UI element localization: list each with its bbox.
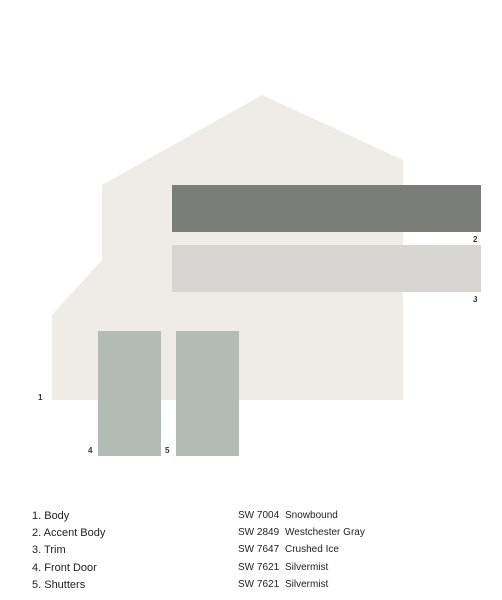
legend-row: 1. Body SW 7004 Snowbound: [32, 510, 472, 527]
legend-label: 4. Front Door: [32, 561, 97, 574]
trim-swatch: [172, 245, 481, 292]
marker-trim: 3: [473, 295, 478, 304]
front-door-swatch: [98, 331, 161, 456]
shutters-swatch: [176, 331, 239, 456]
house-silhouette: [52, 95, 403, 400]
legend-label: 2. Accent Body: [32, 527, 106, 540]
legend-label: 3. Trim: [32, 544, 66, 557]
legend-color-name: Crushed Ice: [285, 544, 339, 556]
legend-color-name: Snowbound: [285, 510, 338, 521]
legend-label: 5. Shutters: [32, 578, 86, 591]
legend-code: SW 2849: [238, 527, 280, 539]
legend-row: 2. Accent Body SW 2849 Westchester Gray: [32, 527, 472, 544]
legend-code: SW 7647: [238, 544, 280, 556]
marker-accent-body: 2: [473, 235, 478, 244]
legend-color-name: Silvermist: [285, 578, 329, 590]
legend-color-name: Silvermist: [285, 561, 329, 573]
watermark: Stellar MLS: [440, 291, 478, 315]
legend-row: 5. Shutters SW 7621 Silvermist: [32, 579, 472, 596]
legend-code: SW 7621: [238, 578, 280, 590]
legend-code: SW 7004: [238, 510, 280, 521]
accent-body-swatch: [172, 185, 481, 232]
legend-row: 4. Front Door SW 7621 Silvermist: [32, 562, 472, 579]
marker-body: 1: [38, 393, 43, 402]
marker-shutters: 5: [165, 446, 170, 455]
marker-front-door: 4: [88, 446, 93, 455]
color-legend: 1. Body SW 7004 Snowbound 2. Accent Body…: [32, 510, 472, 596]
legend-code: SW 7621: [238, 561, 280, 573]
legend-color-name: Westchester Gray: [285, 527, 365, 539]
legend-label: 1. Body: [32, 510, 70, 522]
legend-row: 3. Trim SW 7647 Crushed Ice: [32, 544, 472, 561]
